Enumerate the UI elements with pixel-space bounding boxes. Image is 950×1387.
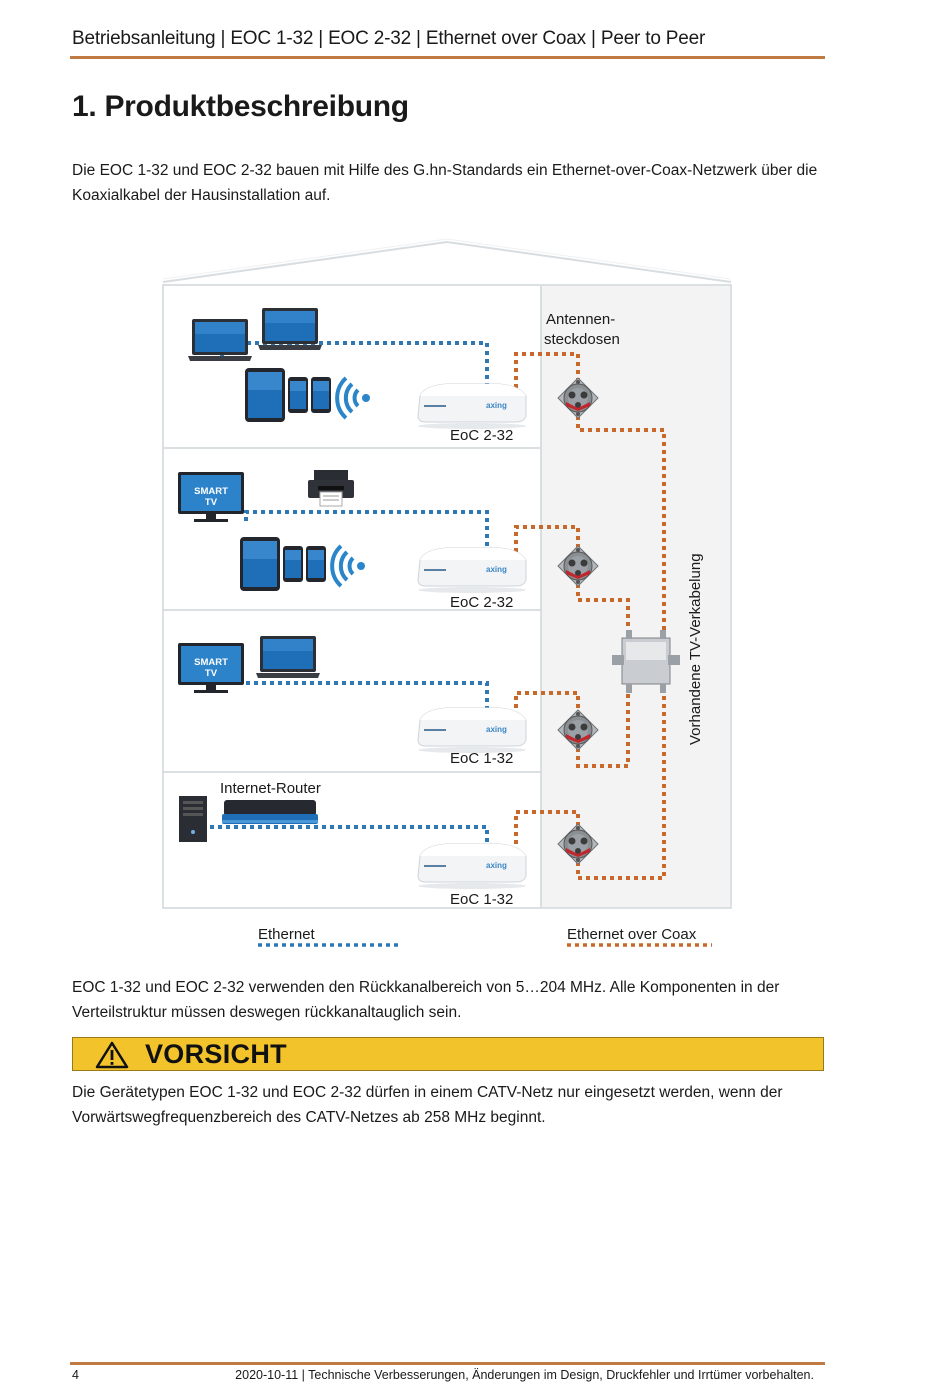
phone-icon [288, 377, 308, 413]
smart-tv-label: TV [205, 497, 218, 508]
phone-icon [311, 377, 331, 413]
server-icon [179, 796, 207, 842]
legend-ethernet-label: Ethernet [258, 926, 316, 943]
smart-tv-label: TV [205, 668, 218, 679]
header-title: Betriebsanleitung | EOC 1-32 | EOC 2-32 … [72, 28, 706, 49]
caution-text: Die Gerätetypen EOC 1-32 und EOC 2-32 dü… [72, 1084, 783, 1126]
smart-tv-label: SMART [194, 657, 228, 668]
tablet-icon [240, 537, 280, 591]
laptop-icon [258, 308, 322, 350]
sockets-label-line2: steckdosen [544, 331, 620, 348]
tablet-icon [245, 368, 285, 422]
router-icon [222, 800, 318, 824]
eoc-device-icon [417, 707, 527, 754]
eoc-device-icon [417, 843, 527, 890]
device-label-floor1: EoC 2-32 [450, 427, 513, 444]
page-number: 4 [72, 1368, 79, 1382]
laptop-icon [256, 636, 320, 678]
sockets-label-line1: Antennen- [546, 311, 615, 328]
footer-rule [70, 1362, 825, 1365]
phone-icon [306, 546, 326, 582]
router-label: Internet-Router [220, 780, 321, 797]
intro-paragraph: Die EOC 1-32 und EOC 2-32 bauen mit Hilf… [72, 162, 818, 204]
vertical-cabling-label: Vorhandene TV-Verkabelung [687, 553, 704, 745]
caution-label: VORSICHT [145, 1039, 287, 1069]
tv-splitter-icon [612, 630, 680, 693]
device-label-floor2: EoC 2-32 [450, 594, 513, 611]
phone-icon [283, 546, 303, 582]
header-rule [70, 56, 825, 59]
warning-icon [95, 1041, 129, 1069]
legend-eoc-label: Ethernet over Coax [567, 926, 697, 943]
coax-lines [514, 352, 666, 880]
frequency-note: EOC 1-32 und EOC 2-32 verwenden den Rück… [72, 979, 780, 1021]
eoc-device-icon [417, 383, 527, 430]
eoc-device-icon [417, 547, 527, 594]
caution-banner: VORSICHT [72, 1037, 824, 1071]
footer-note: 2020-10-11 | Technische Verbesserungen, … [235, 1368, 814, 1382]
smart-tv-label: SMART [194, 486, 228, 497]
section-heading: 1. Produktbeschreibung [72, 90, 409, 123]
laptop-icon [188, 319, 252, 361]
device-label-floor4: EoC 1-32 [450, 891, 513, 908]
device-label-floor3: EoC 1-32 [450, 750, 513, 767]
